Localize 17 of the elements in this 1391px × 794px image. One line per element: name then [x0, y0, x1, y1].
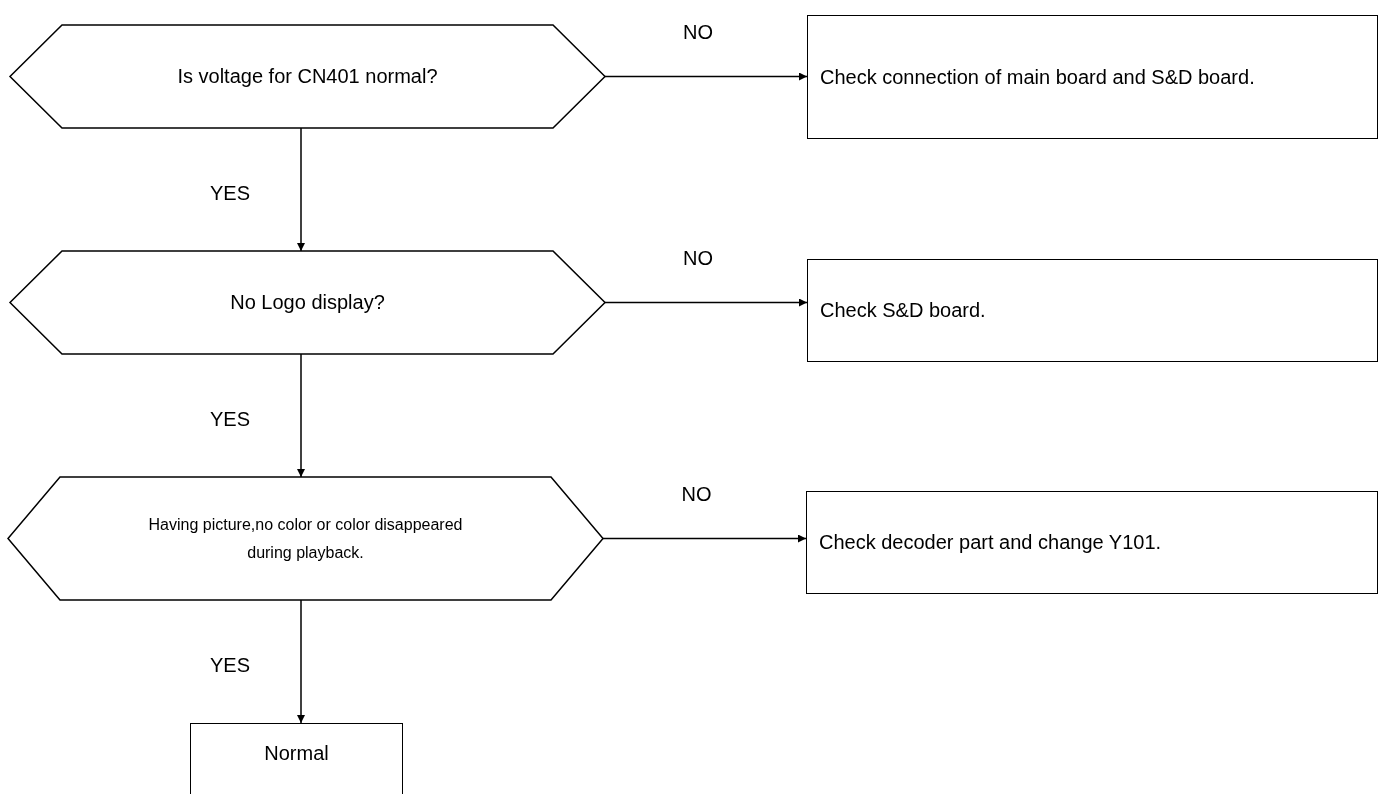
arrow — [297, 127, 305, 252]
decision-text: Having picture,no color or color disappeared during playback. — [147, 514, 464, 563]
terminal-box — [190, 723, 403, 794]
process-box — [806, 491, 1378, 594]
arrow — [297, 353, 305, 478]
decision-text: Is voltage for CN401 normal? — [177, 64, 438, 89]
step-text: Check connection of main board and S&D board. — [820, 64, 1256, 90]
arrow — [602, 534, 807, 543]
process-box — [807, 259, 1378, 362]
step-text: Check S&D board. — [820, 298, 987, 323]
decision-text: No Logo display? — [230, 290, 385, 315]
arrow — [604, 72, 808, 81]
step-text: Check decoder part and change Y101. — [819, 530, 1163, 555]
arrow — [297, 599, 305, 724]
process-box — [807, 15, 1378, 139]
step-text: Normal — [264, 741, 329, 766]
arrow — [604, 298, 808, 307]
